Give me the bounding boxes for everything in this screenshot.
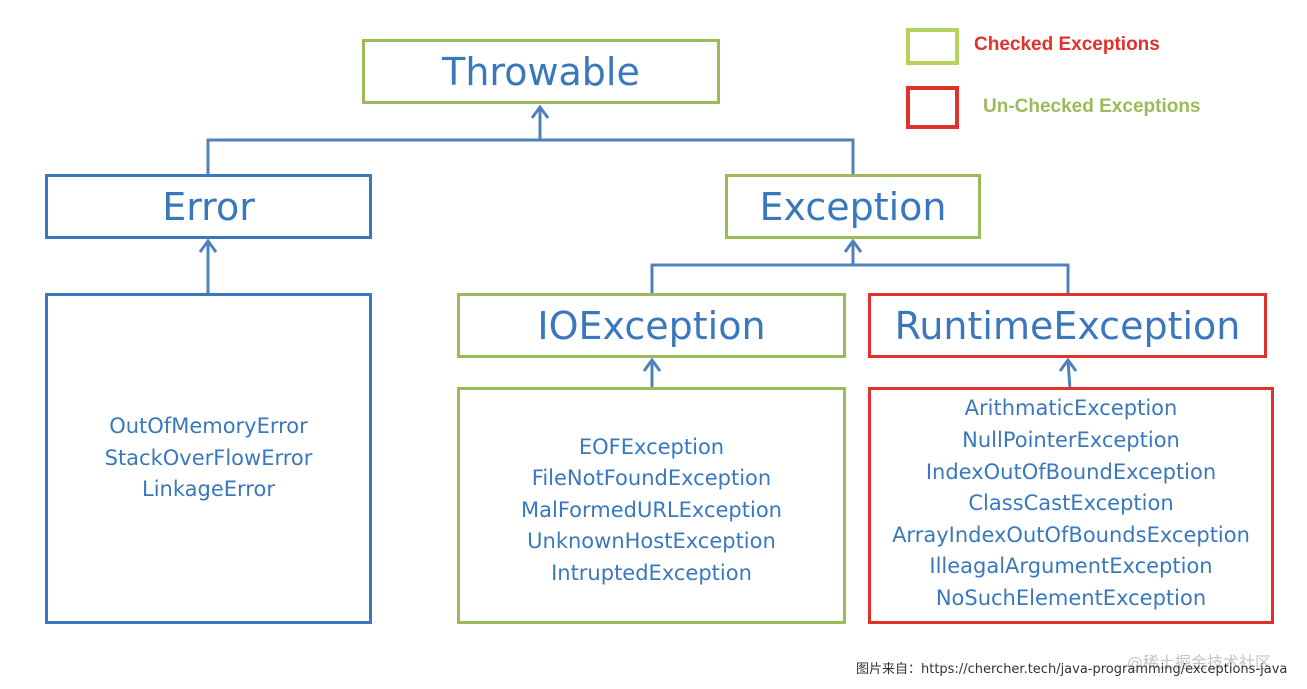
throwable-label: Throwable [442,49,640,94]
list-item: OutOfMemoryError [109,414,308,439]
io-list-box: EOFException FileNotFoundException MalFo… [457,387,846,624]
list-item: MalFormedURLException [521,497,782,522]
ioexception-node: IOException [457,293,846,358]
io-list: EOFException FileNotFoundException MalFo… [521,432,782,590]
list-item: IntruptedException [551,560,752,585]
legend-unchecked-label: Un-Checked Exceptions [983,96,1201,117]
error-node: Error [45,174,372,239]
arrowhead-exception [843,238,863,253]
arrow-to-runtimeexception [1066,359,1072,390]
runtimeexception-node: RuntimeException [868,293,1267,358]
list-item: FileNotFoundException [531,466,772,491]
list-item: NoSuchElementException [935,585,1207,610]
source-caption: 图片来自：https://chercher.tech/java-programm… [856,662,1288,677]
legend-checked-label: Checked Exceptions [974,34,1160,55]
legend-unchecked-swatch [906,86,959,129]
connector-throwable [206,138,855,175]
legend-checked-swatch [906,28,959,65]
runtimeexception-label: RuntimeException [894,303,1241,348]
exception-node: Exception [725,174,981,239]
list-item: LinkageError [142,477,275,502]
arrowhead-ioexception [642,357,662,372]
error-list-box: OutOfMemoryError StackOverFlowError Link… [45,293,372,624]
connector-exception [650,263,1070,293]
list-item: UnknownHostException [527,529,776,554]
list-item: ArithmaticException [964,396,1178,421]
list-item: StackOverFlowError [104,445,313,470]
list-item: EOFException [578,434,725,459]
runtime-list-box: ArithmaticException NullPointerException… [868,387,1274,624]
throwable-node: Throwable [362,39,720,104]
list-item: ArrayIndexOutOfBoundsException [892,522,1250,547]
list-item: IlleagalArgumentException [929,554,1213,579]
error-label: Error [162,184,255,229]
ioexception-label: IOException [537,303,766,348]
error-list: OutOfMemoryError StackOverFlowError Link… [105,411,313,506]
list-item: IndexOutOfBoundException [925,459,1217,484]
list-item: ClassCastException [968,491,1174,516]
runtime-list: ArithmaticException NullPointerException… [892,393,1250,614]
arrowhead-runtimeexception [1058,357,1078,372]
arrowhead-throwable [530,104,550,119]
arrowhead-error [198,238,218,253]
exception-label: Exception [759,184,947,229]
list-item: NullPointerException [962,428,1180,453]
watermark: @稀土掘金技术社区 [1127,653,1272,672]
